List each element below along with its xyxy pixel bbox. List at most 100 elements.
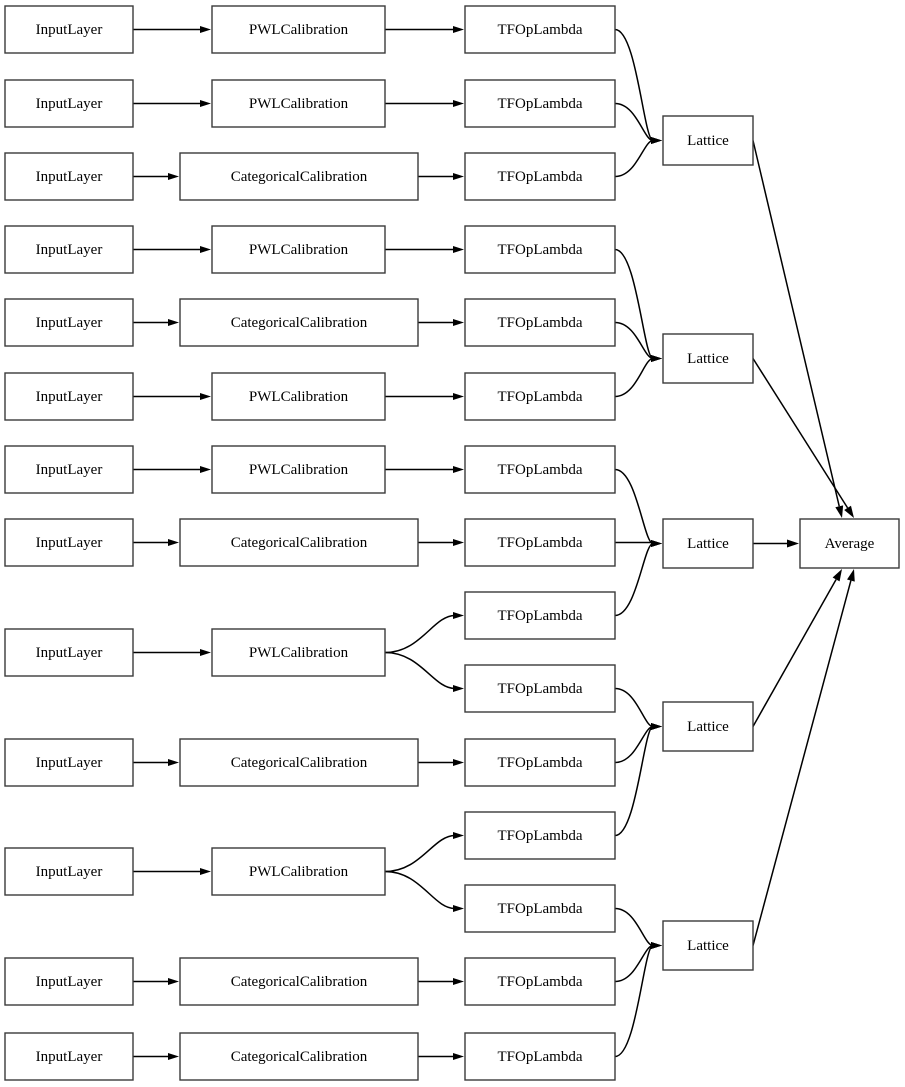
node-box[interactable] (211, 445, 386, 494)
node-box[interactable] (662, 115, 754, 166)
node-box[interactable] (662, 920, 754, 971)
node-box[interactable] (211, 225, 386, 274)
node-box[interactable] (799, 518, 900, 569)
node-box[interactable] (4, 1032, 134, 1081)
node-tfop-lambda-lam1[interactable]: TFOpLambda (464, 5, 616, 54)
node-box[interactable] (464, 298, 616, 347)
node-box[interactable] (179, 957, 419, 1006)
node-tfop-lambda-lam14[interactable]: TFOpLambda (464, 957, 616, 1006)
node-lattice-lat1[interactable]: Lattice (662, 115, 754, 166)
node-box[interactable] (464, 152, 616, 201)
node-box[interactable] (464, 79, 616, 128)
node-box[interactable] (464, 1032, 616, 1081)
node-input-layer-in13[interactable]: InputLayer (4, 1032, 134, 1081)
node-box[interactable] (179, 738, 419, 787)
node-box[interactable] (4, 372, 134, 421)
edge-input-layer-to-pwlcalibration (133, 26, 211, 33)
node-tfop-lambda-lam11[interactable]: TFOpLambda (464, 738, 616, 787)
node-pwlcalibration-cal7[interactable]: PWLCalibration (211, 445, 386, 494)
node-box[interactable] (4, 298, 134, 347)
node-pwlcalibration-cal2[interactable]: PWLCalibration (211, 79, 386, 128)
node-categorical-calibration-cal5[interactable]: CategoricalCalibration (179, 298, 419, 347)
edge-line (614, 687, 654, 728)
node-box[interactable] (179, 518, 419, 567)
node-lattice-lat5[interactable]: Lattice (662, 920, 754, 971)
node-pwlcalibration-cal1[interactable]: PWLCalibration (211, 5, 386, 54)
node-categorical-calibration-cal13[interactable]: CategoricalCalibration (179, 1032, 419, 1081)
node-box[interactable] (4, 152, 134, 201)
node-box[interactable] (662, 701, 754, 752)
node-input-layer-in2[interactable]: InputLayer (4, 79, 134, 128)
node-box[interactable] (464, 738, 616, 787)
node-box[interactable] (211, 847, 386, 896)
node-box[interactable] (4, 79, 134, 128)
node-pwlcalibration-cal4[interactable]: PWLCalibration (211, 225, 386, 274)
node-box[interactable] (464, 664, 616, 713)
node-tfop-lambda-lam6[interactable]: TFOpLambda (464, 372, 616, 421)
node-lattice-lat3[interactable]: Lattice (662, 518, 754, 569)
node-box[interactable] (179, 298, 419, 347)
node-categorical-calibration-cal10[interactable]: CategoricalCalibration (179, 738, 419, 787)
node-input-layer-in10[interactable]: InputLayer (4, 738, 134, 787)
node-lattice-lat4[interactable]: Lattice (662, 701, 754, 752)
node-categorical-calibration-cal12[interactable]: CategoricalCalibration (179, 957, 419, 1006)
node-tfop-lambda-lam7[interactable]: TFOpLambda (464, 445, 616, 494)
node-box[interactable] (4, 5, 134, 54)
node-input-layer-in12[interactable]: InputLayer (4, 957, 134, 1006)
node-tfop-lambda-lam15[interactable]: TFOpLambda (464, 1032, 616, 1081)
node-input-layer-in4[interactable]: InputLayer (4, 225, 134, 274)
node-box[interactable] (464, 5, 616, 54)
node-box[interactable] (464, 518, 616, 567)
node-box[interactable] (4, 847, 134, 896)
node-label: PWLCalibration (249, 389, 349, 405)
node-pwlcalibration-cal11[interactable]: PWLCalibration (211, 847, 386, 896)
node-box[interactable] (662, 333, 754, 384)
node-box[interactable] (464, 811, 616, 860)
node-input-layer-in8[interactable]: InputLayer (4, 518, 134, 567)
node-box[interactable] (662, 518, 754, 569)
node-box[interactable] (4, 738, 134, 787)
node-tfop-lambda-lam5[interactable]: TFOpLambda (464, 298, 616, 347)
node-box[interactable] (211, 628, 386, 677)
node-tfop-lambda-lam12[interactable]: TFOpLambda (464, 811, 616, 860)
node-tfop-lambda-lam8[interactable]: TFOpLambda (464, 518, 616, 567)
node-input-layer-in5[interactable]: InputLayer (4, 298, 134, 347)
node-categorical-calibration-cal3[interactable]: CategoricalCalibration (179, 152, 419, 201)
edge-lattice-to-average (753, 539, 799, 548)
node-tfop-lambda-lam3[interactable]: TFOpLambda (464, 152, 616, 201)
node-box[interactable] (4, 957, 134, 1006)
node-label: PWLCalibration (249, 462, 349, 478)
node-tfop-lambda-lam10[interactable]: TFOpLambda (464, 664, 616, 713)
node-average-avg[interactable]: Average (799, 518, 900, 569)
node-box[interactable] (179, 152, 419, 201)
node-lattice-lat2[interactable]: Lattice (662, 333, 754, 384)
node-box[interactable] (211, 79, 386, 128)
node-input-layer-in6[interactable]: InputLayer (4, 372, 134, 421)
node-box[interactable] (464, 445, 616, 494)
node-box[interactable] (4, 225, 134, 274)
node-box[interactable] (464, 372, 616, 421)
node-pwlcalibration-cal9[interactable]: PWLCalibration (211, 628, 386, 677)
node-tfop-lambda-lam2[interactable]: TFOpLambda (464, 79, 616, 128)
node-box[interactable] (464, 884, 616, 933)
node-box[interactable] (4, 445, 134, 494)
node-box[interactable] (4, 628, 134, 677)
node-categorical-calibration-cal8[interactable]: CategoricalCalibration (179, 518, 419, 567)
node-input-layer-in11[interactable]: InputLayer (4, 847, 134, 896)
node-box[interactable] (179, 1032, 419, 1081)
node-label: InputLayer (36, 389, 103, 405)
node-box[interactable] (464, 225, 616, 274)
node-tfop-lambda-lam9[interactable]: TFOpLambda (464, 591, 616, 640)
node-input-layer-in9[interactable]: InputLayer (4, 628, 134, 677)
node-tfop-lambda-lam13[interactable]: TFOpLambda (464, 884, 616, 933)
node-pwlcalibration-cal6[interactable]: PWLCalibration (211, 372, 386, 421)
node-input-layer-in1[interactable]: InputLayer (4, 5, 134, 54)
node-box[interactable] (211, 5, 386, 54)
node-box[interactable] (464, 957, 616, 1006)
node-input-layer-in7[interactable]: InputLayer (4, 445, 134, 494)
node-box[interactable] (211, 372, 386, 421)
node-box[interactable] (464, 591, 616, 640)
node-box[interactable] (4, 518, 134, 567)
node-tfop-lambda-lam4[interactable]: TFOpLambda (464, 225, 616, 274)
node-input-layer-in3[interactable]: InputLayer (4, 152, 134, 201)
